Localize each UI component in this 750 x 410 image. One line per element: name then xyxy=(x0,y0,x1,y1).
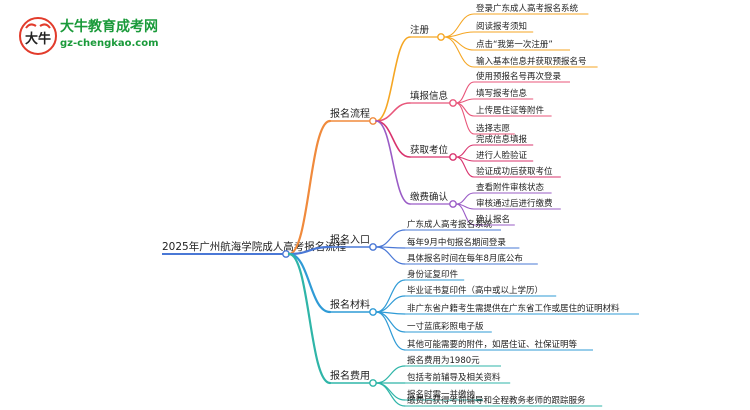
sub-leaf-link xyxy=(455,102,475,135)
node-dot xyxy=(449,200,457,208)
sub-leaf-link xyxy=(455,192,475,205)
leaf-item[interactable]: 点击“我第一次注册” xyxy=(476,39,553,50)
node-dot xyxy=(369,243,377,251)
site-logo[interactable]: 大牛 大牛教育成考网 gz-chengkao.com xyxy=(18,16,159,56)
leaf-item[interactable]: 选择志愿 xyxy=(476,123,511,134)
sub-leaf-link xyxy=(455,203,475,226)
leaf-item[interactable]: 使用预报名号再次登录 xyxy=(476,71,562,82)
branch-topic[interactable]: 报名流程 xyxy=(330,107,370,120)
subtopic[interactable]: 注册 xyxy=(410,24,430,36)
node-dot xyxy=(449,153,457,161)
site-title: 大牛教育成考网 xyxy=(60,19,158,35)
node-dot xyxy=(449,99,457,107)
root-branch-link xyxy=(287,252,332,385)
branch-topic[interactable]: 报名费用 xyxy=(330,369,370,382)
root-topic[interactable]: 2025年广州航海学院成人高考报名流程 xyxy=(162,240,347,253)
root-branch-link xyxy=(287,119,332,256)
logo-mark-text: 大牛 xyxy=(25,31,51,47)
node-dot xyxy=(369,308,377,316)
branch-sub-link xyxy=(375,120,411,158)
root-branch-link xyxy=(287,245,332,256)
leaf-item[interactable]: 缴费后获得考前辅导和全程教务老师的跟踪服务 xyxy=(407,395,586,406)
site-url[interactable]: gz-chengkao.com xyxy=(60,38,159,49)
branch-sub-link xyxy=(375,120,411,205)
sub-leaf-link xyxy=(455,98,475,104)
node-dot xyxy=(437,33,445,41)
leaf-item[interactable]: 确认报名 xyxy=(476,214,510,225)
leaf-item[interactable]: 广东成人高考报名系统 xyxy=(407,219,493,230)
branch-leaf-link xyxy=(375,279,406,313)
sub-leaf-link xyxy=(443,13,475,38)
leaf-item[interactable]: 上传居住证等附件 xyxy=(476,105,545,116)
root-branch-link xyxy=(287,252,332,314)
leaf-item[interactable]: 完成信息填报 xyxy=(476,134,528,145)
leaf-item[interactable]: 身份证复印件 xyxy=(407,269,459,280)
branch-leaf-link xyxy=(375,382,406,407)
sub-leaf-link xyxy=(455,81,475,104)
branch-leaf-link xyxy=(375,311,406,351)
leaf-item[interactable]: 毕业证书复印件（高中或以上学历） xyxy=(407,285,543,296)
node-dot xyxy=(369,379,377,387)
sub-leaf-link xyxy=(455,144,475,158)
sub-leaf-link xyxy=(443,31,475,38)
branch-leaf-link xyxy=(375,229,406,248)
branch-sub-link xyxy=(375,36,411,122)
leaf-item[interactable]: 进行人脸验证 xyxy=(476,150,528,161)
leaf-item[interactable]: 验证成功后获取考位 xyxy=(476,166,553,177)
sub-leaf-link xyxy=(455,156,475,178)
branch-leaf-link xyxy=(375,365,406,384)
leaf-item[interactable]: 每年9月中旬报名期间登录 xyxy=(407,237,506,248)
sub-leaf-link xyxy=(443,36,475,68)
leaf-item[interactable]: 阅读报考须知 xyxy=(476,21,527,32)
branch-leaf-link xyxy=(375,311,406,333)
leaf-item[interactable]: 非广东省户籍考生需提供在广东省工作或居住的证明材料 xyxy=(407,303,620,314)
leaf-item[interactable]: 一寸蓝底彩照电子版 xyxy=(407,321,484,332)
leaf-item[interactable]: 包括考前辅导及相关资料 xyxy=(407,372,501,383)
leaf-item[interactable]: 报名费用为1980元 xyxy=(407,355,480,366)
subtopic[interactable]: 缴费确认 xyxy=(410,191,449,203)
sub-leaf-link xyxy=(455,102,475,117)
branch-leaf-link xyxy=(375,295,406,313)
branch-topic[interactable]: 报名入口 xyxy=(330,233,370,246)
leaf-item[interactable]: 报名时需一并缴纳 xyxy=(407,389,475,400)
bull-logo-icon: 大牛 xyxy=(19,17,57,55)
leaf-item[interactable]: 填写报考信息 xyxy=(476,88,528,99)
leaf-item[interactable]: 具体报名时间在每年8月底公布 xyxy=(407,253,523,264)
branch-leaf-link xyxy=(375,246,406,265)
leaf-item[interactable]: 其他可能需要的附件，如居住证、社保证明等 xyxy=(407,339,578,350)
leaf-item[interactable]: 审核通过后进行缴费 xyxy=(476,198,553,209)
leaf-item[interactable]: 登录广东成人高考报名系统 xyxy=(476,3,579,14)
subtopic[interactable]: 填报信息 xyxy=(410,90,448,102)
branch-sub-link xyxy=(375,102,411,122)
branch-topic[interactable]: 报名材料 xyxy=(330,298,370,311)
subtopic[interactable]: 获取考位 xyxy=(410,144,449,156)
sub-leaf-link xyxy=(443,36,475,51)
branch-leaf-link xyxy=(375,382,406,401)
leaf-item[interactable]: 查看附件审核状态 xyxy=(476,182,545,193)
leaf-item[interactable]: 输入基本信息并获取预报名号 xyxy=(476,56,587,67)
